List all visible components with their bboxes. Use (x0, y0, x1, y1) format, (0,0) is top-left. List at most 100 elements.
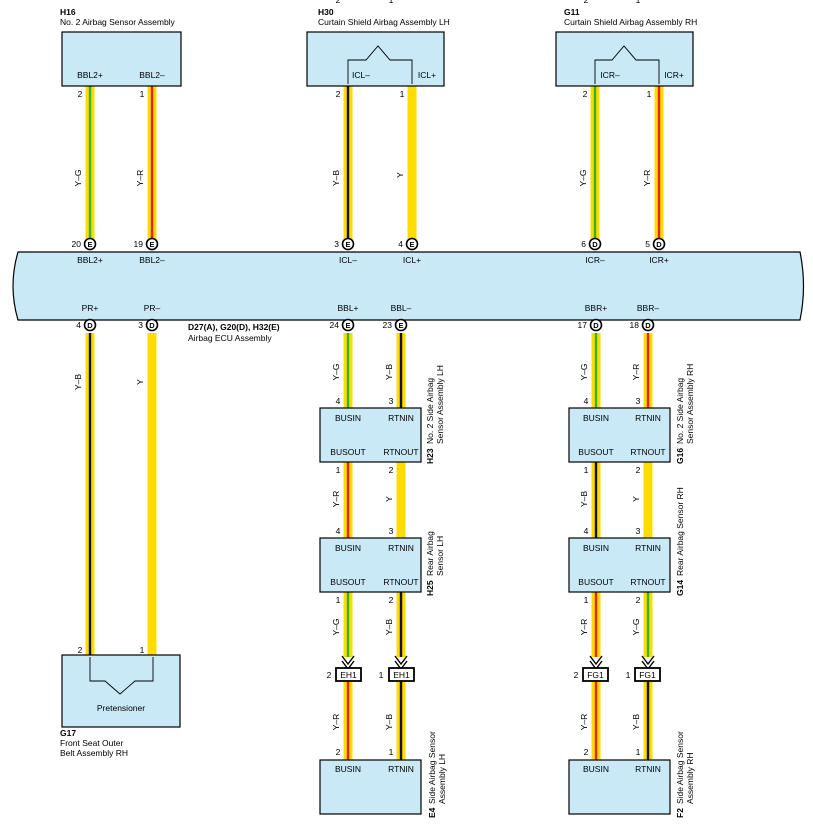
wire-stripe (594, 462, 598, 538)
wire-pin-bottom: 3 (389, 396, 394, 406)
wire-color-label: Y–B (631, 714, 641, 730)
wire-pin-bottom: 1 (140, 645, 145, 655)
wire-w-g14-fg1-b[interactable]: Y–G2 (631, 592, 653, 657)
wire-color-label: Y–R (331, 714, 341, 731)
wire-stripe (594, 333, 598, 408)
wire-w-g11-icrp[interactable]: Y–R1 (642, 86, 664, 240)
wire-pin-bottom: 4 (336, 396, 341, 406)
g11-box[interactable] (555, 31, 694, 87)
g11-pin-a-label: ICR– (600, 70, 620, 80)
wire-w-ecu-bbrm[interactable]: Y–R3 (631, 333, 653, 408)
wire-body (643, 462, 653, 538)
pin-number: 5 (645, 239, 650, 249)
g16-code: G16 (675, 448, 685, 464)
wire-stripe (646, 592, 650, 657)
wire-w-h30-iclm[interactable]: Y–B2 (331, 86, 353, 240)
wire-body (147, 333, 157, 656)
junction-eh1-b[interactable]: EH1 1 (379, 655, 415, 682)
wire-w-g16-g14-a[interactable]: Y–B14 (579, 462, 601, 538)
h16-pin-a-label: BBL2+ (77, 70, 103, 80)
f2-p2: RTNIN (635, 764, 661, 774)
wire-w-ecu-bblp[interactable]: Y–G4 (331, 333, 353, 408)
pin-name: BBR+ (585, 303, 607, 313)
wire-w-h23-h25-a[interactable]: Y–R14 (331, 462, 353, 538)
wire-w-ecu-prm[interactable]: Y1 (135, 333, 157, 656)
wire-w-eh1-e4-b[interactable]: Y–B11 (384, 0, 406, 760)
wire-pin-bottom: 2 (78, 645, 83, 655)
wire-pin-top: 2 (336, 89, 341, 99)
wire-w-g11-icrm[interactable]: Y–G2 (578, 86, 600, 240)
wire-w-g14-fg1-a[interactable]: Y–R1 (579, 592, 601, 657)
wire-color-label: Y–R (631, 364, 641, 381)
wire-stripe (399, 333, 403, 408)
wire-color-label: Y (395, 172, 405, 178)
wire-w-h25-eh1-a[interactable]: Y–G1 (331, 592, 353, 657)
junction-fg1-a[interactable]: FG1 2 (574, 655, 609, 682)
h25-p2: RTNIN (388, 543, 414, 553)
h30-squib-symbol (347, 45, 413, 84)
wire-pin-top: 2 (584, 0, 589, 5)
h25-box[interactable] (319, 537, 422, 593)
wire-w-h16-bbl2m[interactable]: Y–R1 (135, 86, 157, 240)
junction-eh1-a[interactable]: EH1 2 (327, 655, 362, 682)
e4-box[interactable] (319, 759, 422, 815)
wire-w-ecu-bblm[interactable]: Y–B3 (384, 333, 406, 408)
wire-stripe (594, 681, 598, 760)
wire-stripe (399, 592, 403, 657)
wire-color-label: Y–R (642, 170, 652, 187)
h30-name: Curtain Shield Airbag Assembly LH (318, 17, 450, 27)
g16-box[interactable] (568, 407, 671, 463)
wire-pin-top: 2 (78, 89, 83, 99)
f2-box[interactable] (568, 759, 671, 815)
wire-w-fg1-f2-b[interactable]: Y–B11 (631, 0, 653, 760)
e4-name-2: Assembly LH (437, 754, 447, 804)
wire-color-label: Y–B (384, 619, 394, 635)
wire-pin-bottom: 3 (636, 526, 641, 536)
g14-box[interactable] (568, 537, 671, 593)
h23-box[interactable] (319, 407, 422, 463)
wire-color-label: Y–G (73, 169, 83, 186)
g14-name-1: Rear Airbag Sensor RH (675, 487, 685, 576)
wire-w-ecu-prp[interactable]: Y–B2 (73, 333, 95, 656)
h25-p1: BUSIN (335, 543, 361, 553)
wire-pin-top: 1 (636, 0, 641, 5)
wire-color-label: Y–G (579, 363, 589, 380)
g16-name-2: Sensor Assembly RH (685, 364, 695, 444)
g17-inner-label: Pretensioner (97, 703, 145, 713)
ecu-band[interactable] (12, 251, 805, 321)
g16-p2: RTNIN (635, 413, 661, 423)
wire-w-h23-h25-b[interactable]: Y23 (384, 462, 406, 538)
wire-w-ecu-bbrp[interactable]: Y–G4 (579, 333, 601, 408)
h30-box[interactable] (306, 31, 445, 87)
wire-w-h30-iclp[interactable]: Y1 (395, 86, 417, 240)
h30-pin-b-label: ICL+ (418, 70, 436, 80)
pin-connector-letter: E (149, 240, 154, 249)
junction-fg1-b[interactable]: FG1 1 (626, 655, 661, 682)
wire-w-fg1-f2-a[interactable]: Y–R22 (579, 0, 601, 760)
pin-number: 6 (581, 239, 586, 249)
pin-number: 4 (76, 320, 81, 330)
pin-circle (83, 318, 97, 332)
g17-box[interactable] (61, 654, 181, 728)
h23-p1: BUSIN (335, 413, 361, 423)
wire-stripe (150, 86, 154, 240)
h25-side-label: H25 Rear Airbag Sensor LH (425, 531, 445, 596)
wire-w-h25-eh1-b[interactable]: Y–B2 (384, 592, 406, 657)
h16-box[interactable] (61, 31, 182, 87)
wire-w-g16-g14-b[interactable]: Y23 (631, 462, 653, 538)
wire-w-eh1-e4-a[interactable]: Y–R22 (331, 0, 353, 760)
wire-w-h16-bbl2p[interactable]: Y–G 2 (73, 86, 95, 240)
